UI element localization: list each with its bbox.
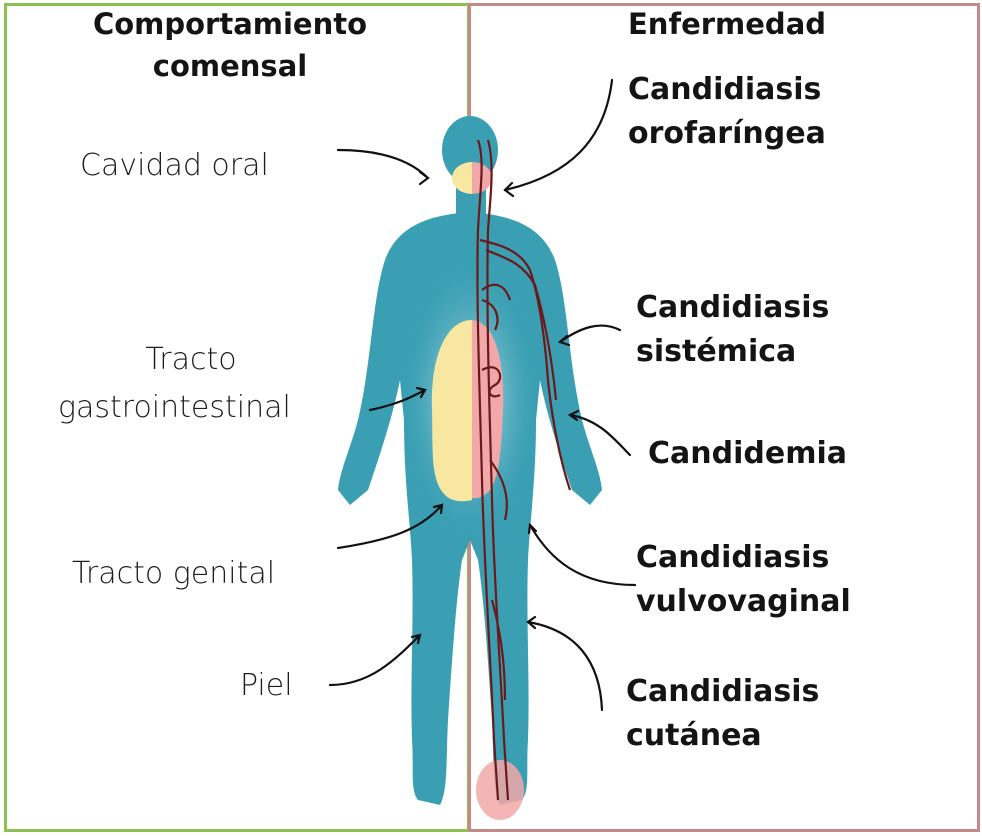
label-oral-cavity: Cavidad oral: [80, 148, 269, 184]
disease-orofaringea-line2: orofaríngea: [628, 116, 826, 152]
commensal-title-line1: Comportamiento: [60, 6, 400, 42]
arrow-oral: [338, 150, 428, 178]
label-gi-line1: Tracto: [60, 342, 322, 378]
label-genital: Tracto genital: [72, 556, 275, 592]
arrow-orofaringea: [505, 80, 612, 190]
arrow-sistemica: [560, 326, 620, 342]
label-skin: Piel: [240, 668, 293, 704]
arrow-skin: [330, 635, 420, 685]
disease-cutanea-line2: cutánea: [626, 718, 762, 754]
disease-sistemica-line1: Candidiasis: [636, 290, 829, 326]
disease-cutanea-line1: Candidiasis: [626, 674, 819, 710]
disease-sistemica-line2: sistémica: [636, 334, 796, 370]
disease-candidemia: Candidemia: [648, 436, 847, 472]
arrow-vulvovaginal: [530, 525, 635, 585]
disease-vulvovaginal-line1: Candidiasis: [636, 540, 829, 576]
disease-title: Enfermedad: [628, 6, 826, 42]
disease-vulvovaginal-line2: vulvovaginal: [636, 584, 851, 620]
label-gi-line2: gastrointestinal: [58, 390, 291, 426]
disease-orofaringea-line1: Candidiasis: [628, 72, 821, 108]
arrow-oral-head: [420, 172, 428, 184]
arrow-cutanea: [528, 622, 602, 710]
commensal-title-line2: comensal: [60, 48, 400, 84]
